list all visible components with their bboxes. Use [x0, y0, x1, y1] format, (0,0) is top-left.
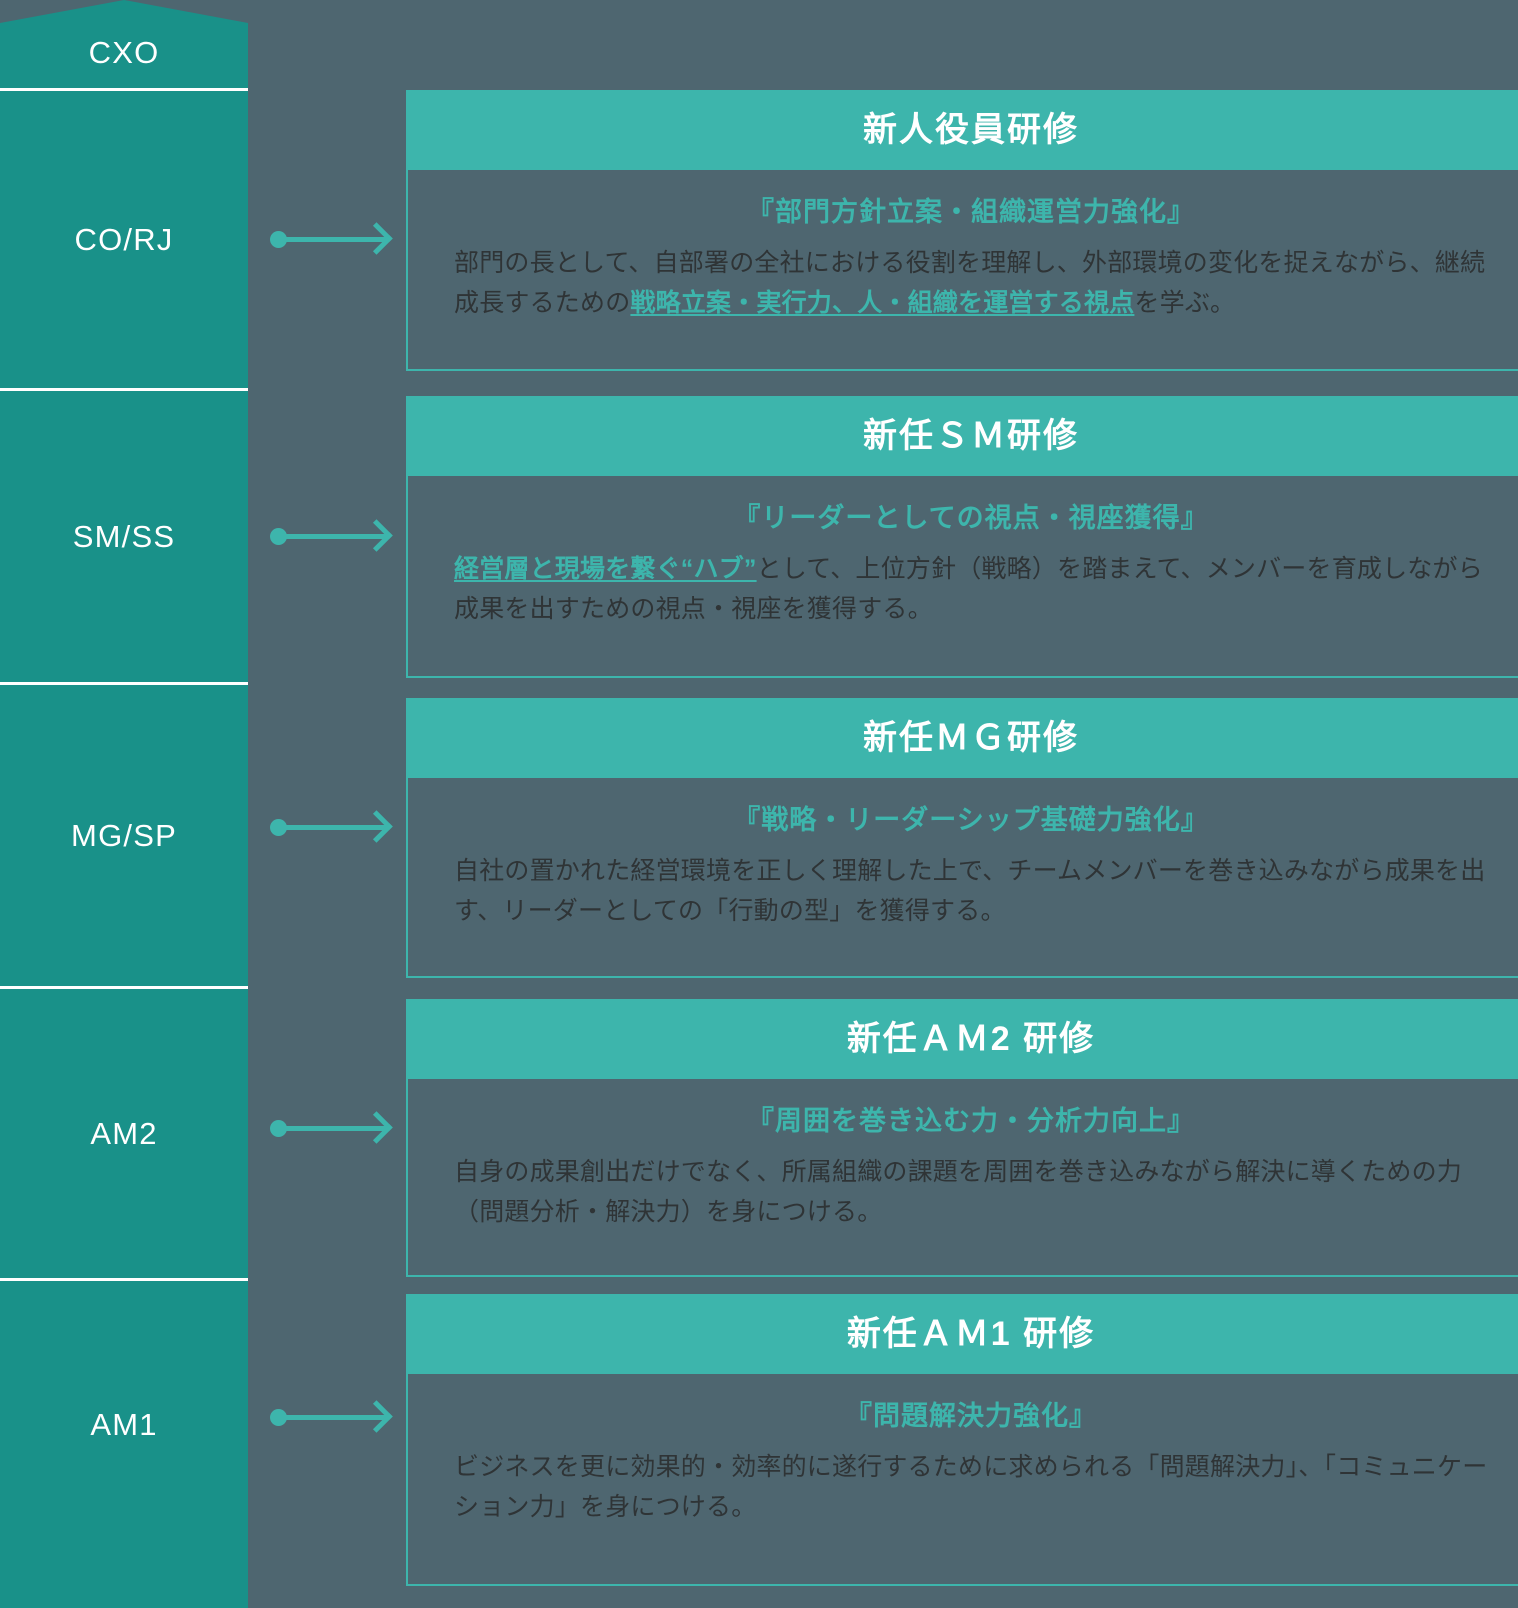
training-card-title: 新人役員研修	[406, 90, 1518, 170]
connector-line	[283, 1126, 387, 1131]
arrow-right-icon	[360, 519, 393, 552]
training-card-1[interactable]: 新人役員研修 『部門方針立案・組織運営力強化』 部門の長として、自部署の全社にお…	[406, 90, 1518, 371]
ladder-rung-am2[interactable]: AM2	[0, 989, 248, 1278]
training-card-body: 『リーダーとしての視点・視座獲得』 経営層と現場を繋ぐ“ハブ”として、上位方針（…	[406, 476, 1518, 678]
desc-pre: 自身の成果創出だけでなく、所属組織の課題を周囲を巻き込みながら解決に導くための力…	[454, 1157, 1463, 1227]
connector-line	[283, 534, 387, 539]
ladder-divider	[0, 88, 248, 91]
arrow-right-icon	[360, 810, 393, 843]
connector-arrow-corj	[270, 222, 398, 256]
training-card-title: 新任ＡＭ2 研修	[406, 999, 1518, 1079]
ladder-divider	[0, 986, 248, 989]
ladder-rung-label: MG/SP	[71, 818, 177, 853]
training-card-body: 『戦略・リーダーシップ基礎力強化』 自社の置かれた経営環境を正しく理解した上で、…	[406, 778, 1518, 978]
ladder-rung-smss[interactable]: SM/SS	[0, 391, 248, 682]
training-card-description: 経営層と現場を繋ぐ“ハブ”として、上位方針（戦略）を踏まえて、メンバーを育成しな…	[454, 549, 1488, 630]
training-card-title: 新任ＡＭ1 研修	[406, 1294, 1518, 1374]
training-card-subtitle: 『リーダーとしての視点・視座獲得』	[733, 503, 1209, 533]
connector-line	[283, 825, 387, 830]
ladder-rung-label: CO/RJ	[74, 222, 174, 257]
connector-dot-icon	[270, 1120, 287, 1137]
ladder-rung-label: AM1	[90, 1407, 158, 1442]
training-card-description: ビジネスを更に効果的・効率的に遂行するために求められる「問題解決力」、「コミュニ…	[454, 1447, 1488, 1528]
training-card-title: 新任ＭＧ研修	[406, 698, 1518, 778]
connector-dot-icon	[270, 231, 287, 248]
ladder-divider	[0, 1278, 248, 1281]
arrow-right-icon	[360, 222, 393, 255]
training-card-4[interactable]: 新任ＡＭ2 研修 『周囲を巻き込む力・分析力向上』 自身の成果創出だけでなく、所…	[406, 999, 1518, 1277]
ladder-rung-label: AM2	[90, 1116, 158, 1151]
ladder-rung-label: SM/SS	[72, 519, 176, 554]
desc-pre: 部門の長として、自部署の全社における役割を理解し、外部環境の変化を捉えながら、継…	[454, 248, 1486, 318]
training-card-subtitle: 『部門方針立案・組織運営力強化』	[747, 197, 1195, 227]
connector-dot-icon	[270, 1409, 287, 1426]
desc-pre: ビジネスを更に効果的・効率的に遂行するために求められる「問題解決力」、「コミュニ…	[454, 1452, 1488, 1522]
training-card-title: 新任ＳＭ研修	[406, 396, 1518, 476]
arrow-right-icon	[360, 1400, 393, 1433]
desc-emphasis: 戦略立案・実行力、人・組織を運営する視点	[630, 289, 1135, 317]
arrow-right-icon	[360, 1111, 393, 1144]
training-card-body: 『問題解決力強化』 ビジネスを更に効果的・効率的に遂行するために求められる「問題…	[406, 1374, 1518, 1586]
connector-arrow-mgsp	[270, 810, 398, 844]
training-card-subtitle: 『周囲を巻き込む力・分析力向上』	[747, 1106, 1195, 1136]
training-card-description: 部門の長として、自部署の全社における役割を理解し、外部環境の変化を捉えながら、継…	[454, 243, 1488, 324]
connector-dot-icon	[270, 528, 287, 545]
ladder-divider	[0, 682, 248, 685]
ladder-rung-mgsp[interactable]: MG/SP	[0, 685, 248, 986]
training-card-subtitle: 『戦略・リーダーシップ基礎力強化』	[733, 805, 1209, 835]
connector-arrow-am2	[270, 1111, 398, 1145]
ladder-rung-am1[interactable]: AM1	[0, 1281, 248, 1608]
desc-post: として、上位方針（戦略）を踏まえて、メンバーを育成しながら成果を出すための視点・…	[454, 554, 1483, 624]
job-grade-ladder: CXO CO/RJ SM/SS MG/SP AM2 AM1	[0, 0, 248, 1608]
ladder-rung-corj[interactable]: CO/RJ	[0, 91, 248, 388]
training-card-2[interactable]: 新任ＳＭ研修 『リーダーとしての視点・視座獲得』 経営層と現場を繋ぐ“ハブ”とし…	[406, 396, 1518, 678]
training-card-description: 自身の成果創出だけでなく、所属組織の課題を周囲を巻き込みながら解決に導くための力…	[454, 1152, 1488, 1233]
training-card-3[interactable]: 新任ＭＧ研修 『戦略・リーダーシップ基礎力強化』 自社の置かれた経営環境を正しく…	[406, 698, 1518, 978]
connector-line	[283, 237, 387, 242]
training-card-5[interactable]: 新任ＡＭ1 研修 『問題解決力強化』 ビジネスを更に効果的・効率的に遂行するため…	[406, 1294, 1518, 1586]
training-card-description: 自社の置かれた経営環境を正しく理解した上で、チームメンバーを巻き込みながら成果を…	[454, 851, 1488, 932]
connector-arrow-am1	[270, 1400, 398, 1434]
desc-post: を学ぶ。	[1134, 289, 1236, 317]
ladder-rung-cxo[interactable]: CXO	[0, 0, 248, 90]
desc-pre: 自社の置かれた経営環境を正しく理解した上で、チームメンバーを巻き込みながら成果を…	[454, 856, 1486, 926]
connector-dot-icon	[270, 819, 287, 836]
training-card-subtitle: 『問題解決力強化』	[845, 1401, 1097, 1431]
ladder-rung-label: CXO	[88, 34, 160, 70]
training-card-body: 『部門方針立案・組織運営力強化』 部門の長として、自部署の全社における役割を理解…	[406, 170, 1518, 371]
training-card-body: 『周囲を巻き込む力・分析力向上』 自身の成果創出だけでなく、所属組織の課題を周囲…	[406, 1079, 1518, 1277]
desc-emphasis: 経営層と現場を繋ぐ“ハブ”	[454, 554, 757, 583]
connector-arrow-smss	[270, 519, 398, 553]
ladder-divider	[0, 388, 248, 391]
connector-line	[283, 1415, 387, 1420]
